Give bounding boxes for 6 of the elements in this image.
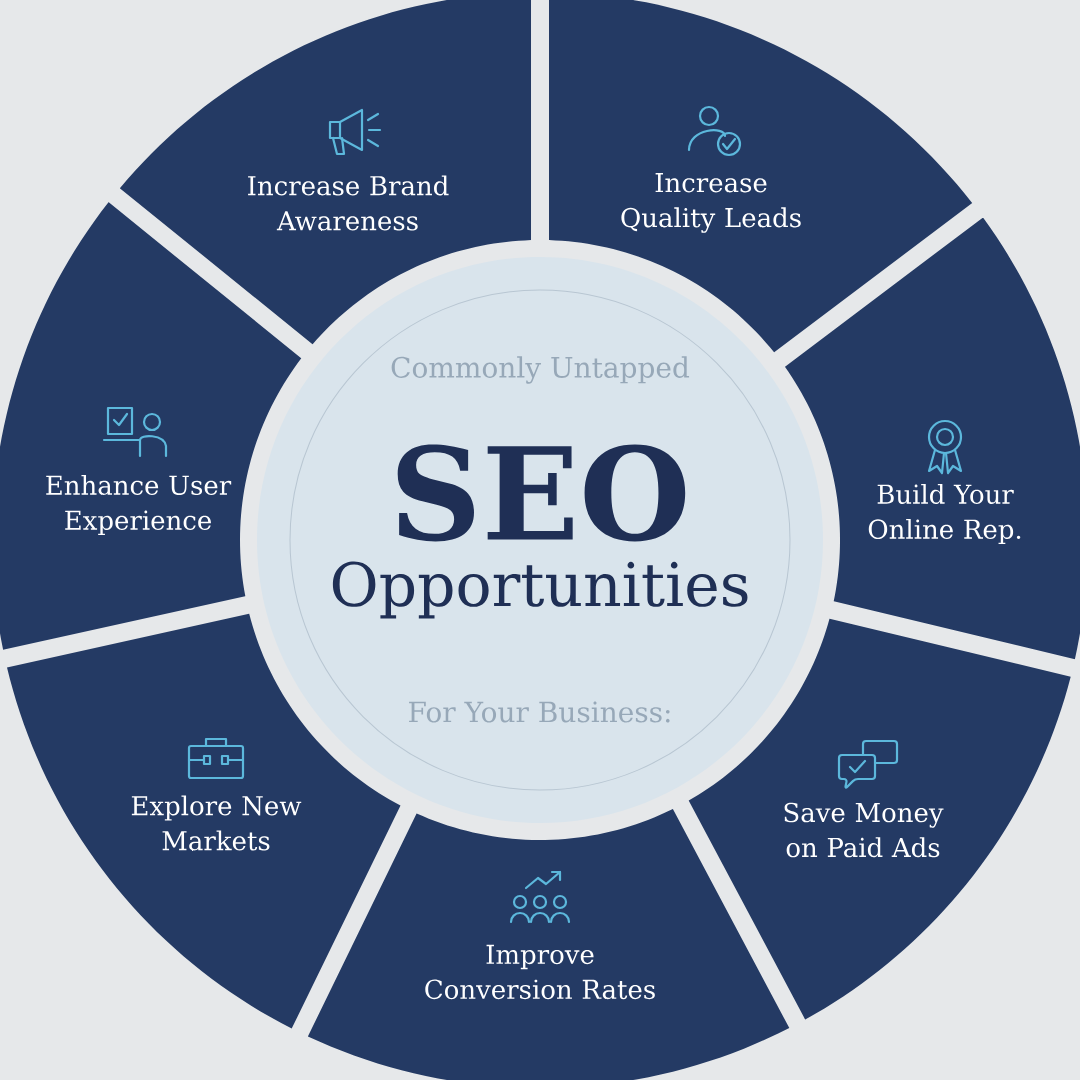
node-label: Improve Conversion Rates <box>425 944 655 1000</box>
wheel-segment: Increase Quality Leads <box>549 0 973 353</box>
node-label: Enhance User Experience <box>46 474 232 536</box>
wheel-segment: Save Money on Paid Ads <box>688 618 1071 1020</box>
wheel-segment: Increase Brand Awareness <box>119 0 531 345</box>
node-label: Build Your Online Rep. <box>868 483 1021 545</box>
